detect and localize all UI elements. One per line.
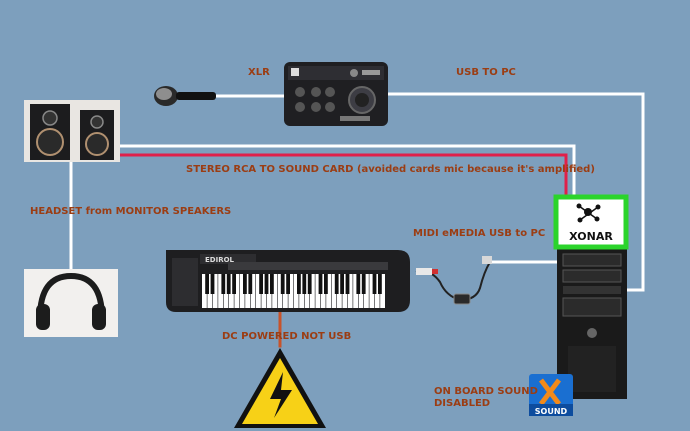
white-key	[342, 274, 348, 308]
label-usb-to-pc: USB TO PC	[456, 67, 516, 78]
label-onboard-line1: ON BOARD SOUND	[434, 386, 538, 397]
label-xlr: XLR	[248, 67, 270, 78]
white-key	[245, 274, 250, 308]
white-key	[207, 274, 213, 308]
monitor-speakers-icon	[24, 100, 120, 162]
xonar-brand: XONAR	[569, 230, 613, 243]
white-key	[266, 274, 272, 308]
black-key	[318, 274, 323, 294]
headphones-icon	[24, 269, 118, 337]
onboard-sound-badge-icon: SOUND	[529, 374, 573, 416]
white-key	[310, 274, 315, 308]
keyboard-brand: EDIROL	[205, 256, 235, 264]
white-key	[250, 274, 256, 308]
black-key	[334, 274, 339, 294]
black-key	[210, 274, 215, 294]
black-key	[243, 274, 247, 294]
white-key	[326, 274, 331, 308]
white-key	[288, 274, 294, 308]
black-key	[307, 274, 312, 294]
white-key	[380, 274, 385, 308]
white-key	[374, 274, 380, 308]
black-key	[248, 274, 253, 294]
black-key	[232, 274, 236, 294]
audio-interface-icon	[284, 62, 388, 126]
white-key	[202, 274, 207, 308]
white-key	[256, 274, 261, 308]
white-key	[272, 274, 277, 308]
white-key	[358, 274, 364, 308]
black-key	[372, 274, 377, 294]
label-headset: HEADSET from MONITOR SPEAKERS	[30, 206, 231, 217]
label-onboard-line2: DISABLED	[434, 398, 490, 409]
black-key	[345, 274, 350, 294]
white-key	[364, 274, 369, 308]
black-key	[356, 274, 361, 294]
microphone-icon	[154, 86, 216, 106]
white-key	[315, 274, 321, 308]
black-key	[340, 274, 344, 294]
black-key	[280, 274, 285, 294]
white-key	[277, 274, 283, 308]
black-key	[378, 274, 382, 294]
black-key	[270, 274, 274, 294]
white-key	[331, 274, 337, 308]
white-key	[212, 274, 218, 308]
white-key	[299, 274, 304, 308]
white-key	[261, 274, 267, 308]
cables	[69, 92, 645, 348]
label-stereo-rca: STEREO RCA TO SOUND CARD (avoided cards …	[186, 164, 595, 175]
label-midi: MIDI eMEDIA USB to PC	[413, 228, 545, 239]
white-key	[353, 274, 358, 308]
black-key	[226, 274, 231, 294]
black-key	[259, 274, 263, 294]
white-key	[320, 274, 326, 308]
white-key	[347, 274, 353, 308]
white-key	[293, 274, 299, 308]
black-key	[297, 274, 301, 294]
white-key	[223, 274, 229, 308]
sound-badge-text: SOUND	[535, 407, 568, 416]
usb-to-pc-cable	[383, 92, 645, 292]
white-key	[369, 274, 375, 308]
white-key	[304, 274, 310, 308]
label-dc-powered: DC POWERED NOT USB	[222, 331, 351, 342]
white-key	[218, 274, 223, 308]
midi-usb-adapter-icon	[415, 256, 492, 305]
white-key	[234, 274, 240, 308]
white-key	[229, 274, 234, 308]
black-key	[302, 274, 307, 294]
rca-red-cable	[118, 153, 568, 202]
midi-keyboard-icon: EDIROL	[166, 250, 410, 312]
black-key	[264, 274, 269, 294]
black-key	[324, 274, 328, 294]
black-key	[221, 274, 226, 294]
white-key	[283, 274, 288, 308]
black-key	[286, 274, 290, 294]
black-key	[361, 274, 366, 294]
rca-white-cable	[118, 144, 576, 202]
black-key	[205, 274, 209, 294]
white-key	[239, 274, 245, 308]
xonar-card-icon: XONAR	[553, 194, 629, 250]
keyboard-keys	[202, 274, 385, 308]
white-key	[337, 274, 342, 308]
high-voltage-warning-icon	[234, 348, 326, 428]
pc-tower-icon	[557, 244, 627, 399]
